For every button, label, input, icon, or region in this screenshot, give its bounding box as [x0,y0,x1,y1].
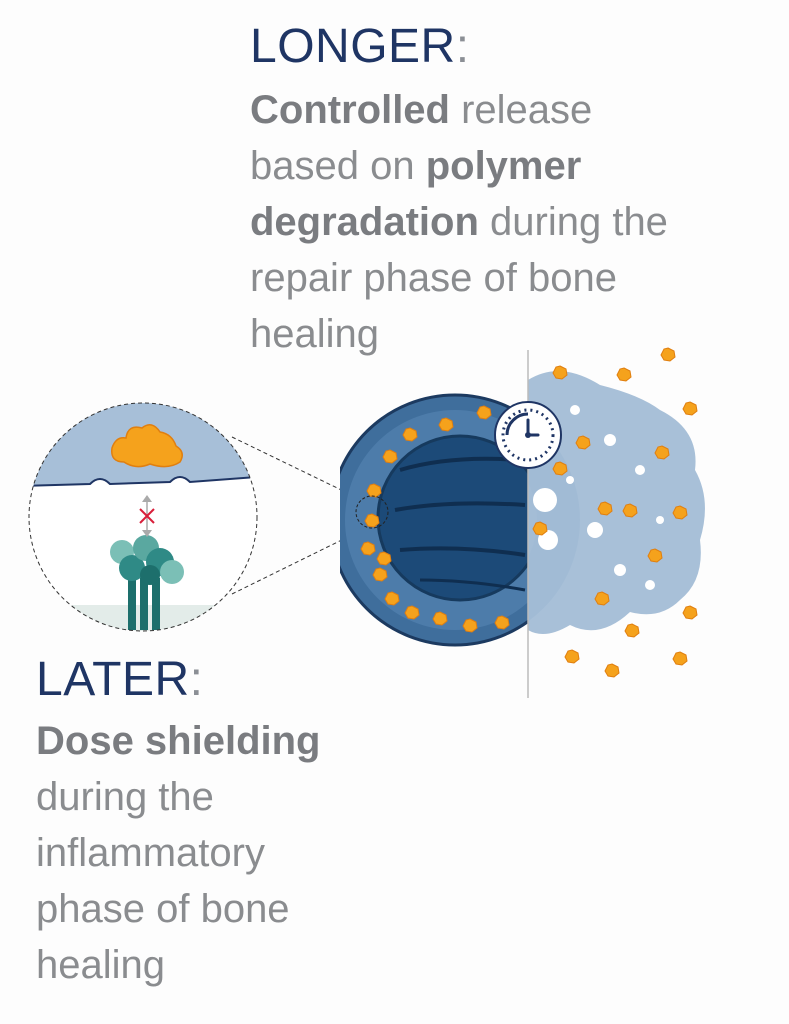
longer-heading-word: LONGER [250,20,456,73]
zoom-source-marker [355,495,389,529]
later-heading-colon: : [189,653,204,706]
scaffold-degrading [528,371,705,634]
eroded-polymer [528,371,705,634]
scaffold-illustration [28,347,705,698]
later-line-1: Dose shielding [36,713,416,769]
longer-line-2: based on polymer [250,138,770,194]
longer-heading-colon: : [455,20,470,73]
later-line-4: phase of bone [36,887,290,931]
longer-line-3-rest: during the [478,200,668,244]
longer-line-1: Controlled release [250,82,770,138]
later-line-5: healing [36,943,166,987]
longer-line-3-bold: degradation [250,200,479,244]
later-line-3: inflammatory [36,831,265,875]
scaffold-intact [340,393,528,647]
x-mark-icon [139,508,155,524]
drug-particle-zoomed [111,424,183,468]
later-section: LATER: Dose shielding during the inflamm… [36,655,416,993]
later-line-1-bold: Dose shielding [36,719,321,763]
longer-line-2-bold: polymer [425,144,582,188]
longer-line-5: healing [250,312,380,356]
later-line-2: during the [36,775,214,819]
longer-line-3: degradation during the [250,194,770,250]
clock-icon [494,401,562,469]
longer-heading: LONGER: [250,22,770,72]
zoom-inset [28,402,258,632]
later-heading: LATER: [36,655,416,705]
longer-line-1-bold: Controlled [250,88,450,132]
later-description: Dose shielding during the inflammatory p… [36,713,416,993]
longer-description: Controlled release based on polymer degr… [250,82,770,362]
longer-section: LONGER: Controlled release based on poly… [250,22,770,362]
receptor [110,535,184,630]
longer-line-4: repair phase of bone [250,256,617,300]
longer-line-1-rest: release [449,88,593,132]
longer-line-2-plain: based on [250,144,426,188]
cell-membrane [29,605,257,631]
later-heading-word: LATER [36,653,190,706]
